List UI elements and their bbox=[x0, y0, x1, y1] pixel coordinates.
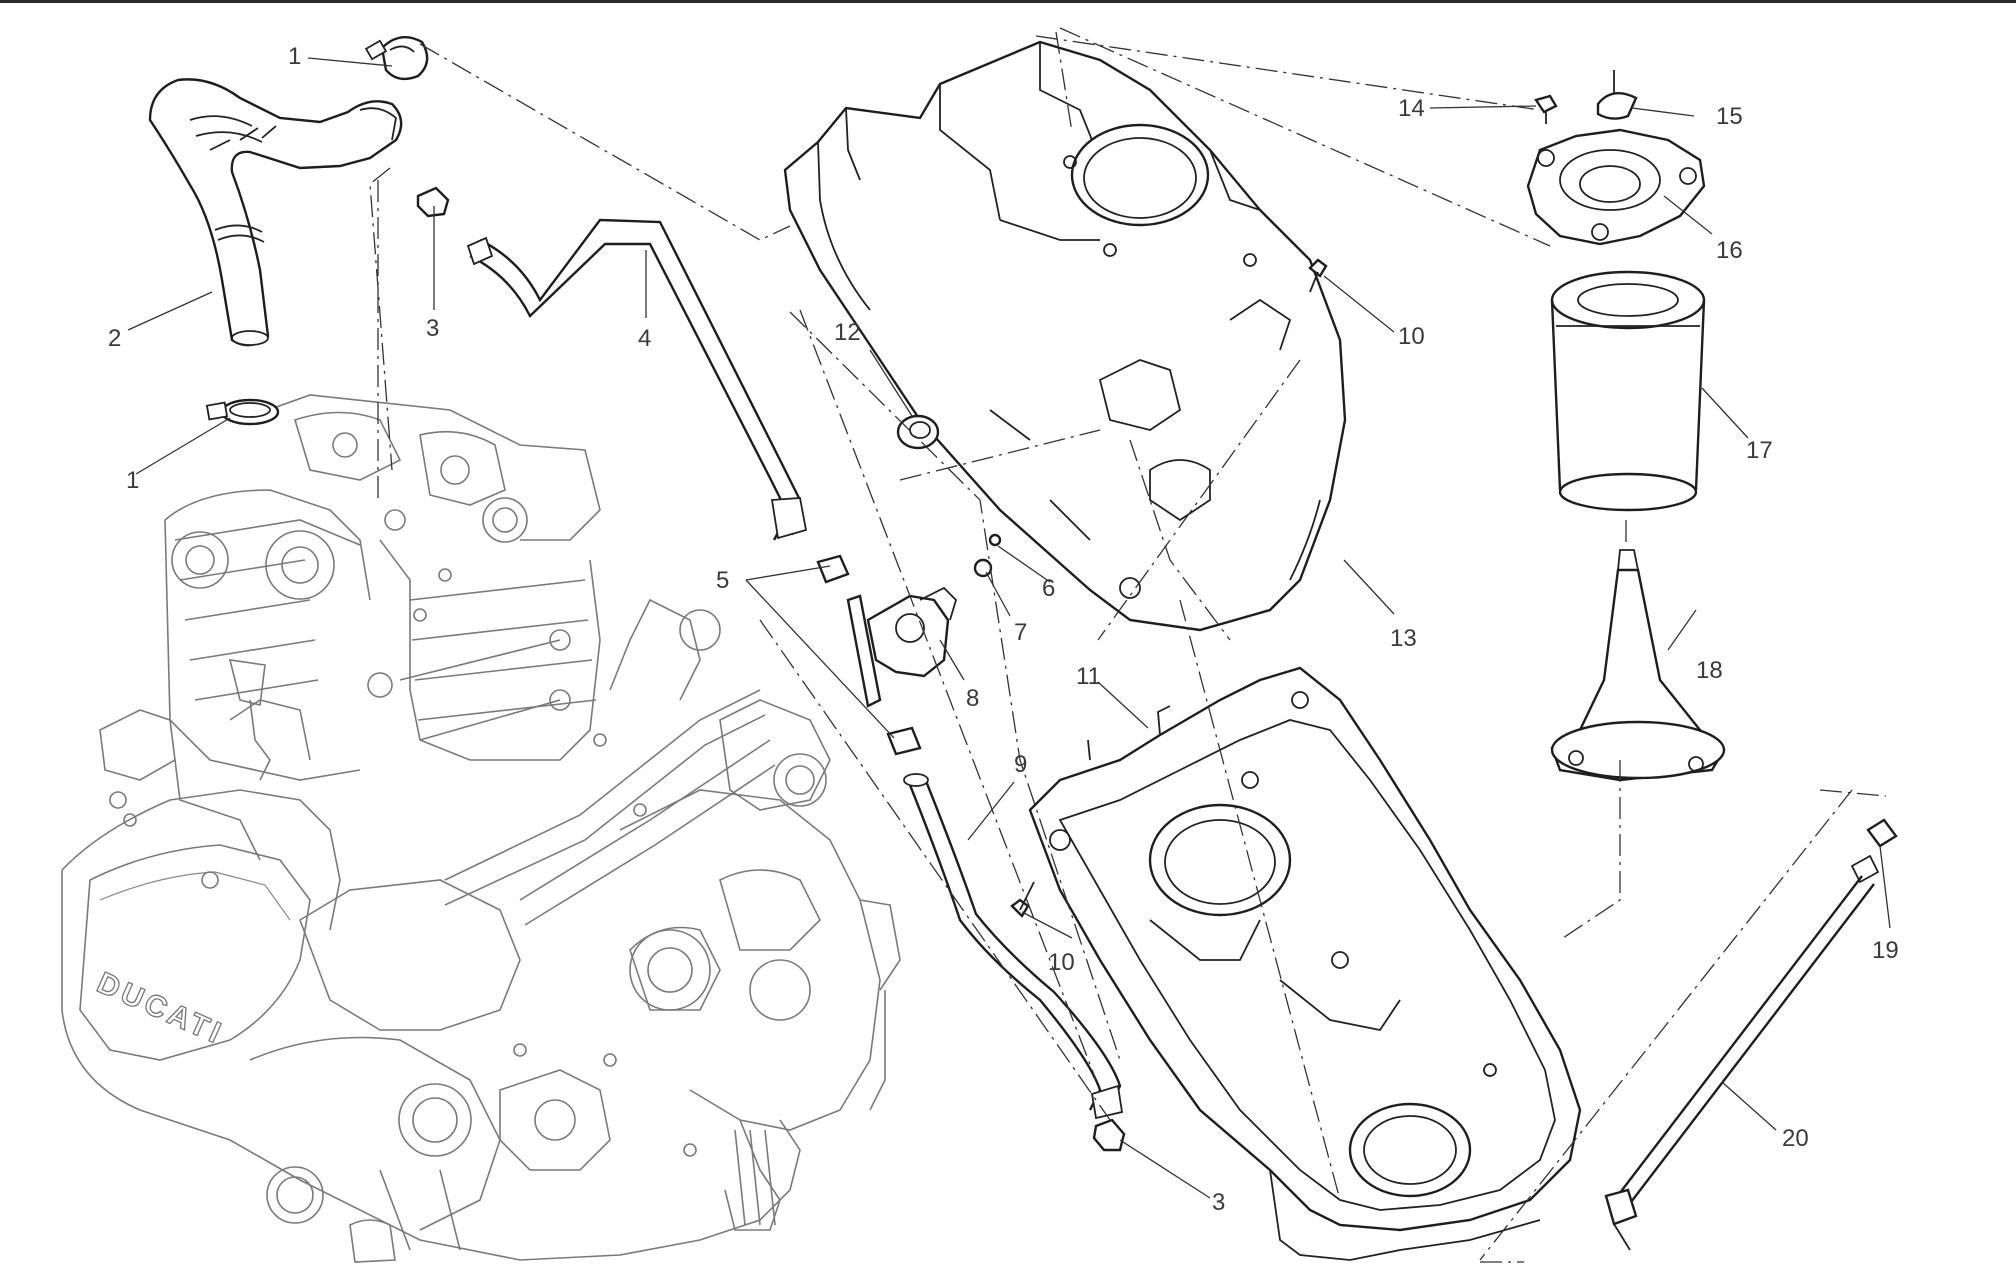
callout-10-lower: 10 bbox=[1048, 949, 1075, 976]
callout-labels: 1 1 2 3 3 4 5 6 7 8 9 10 10 11 12 13 14 … bbox=[108, 43, 1899, 1216]
airbox-cover bbox=[783, 40, 1347, 632]
engine-block-illustration: DUCATI bbox=[61, 394, 901, 1263]
callout-8: 8 bbox=[966, 685, 979, 712]
callout-1-upper: 1 bbox=[288, 43, 301, 70]
cover-screw-upper bbox=[1308, 258, 1328, 293]
airbox-housing bbox=[1028, 666, 1582, 1261]
drain-tube-clip bbox=[1850, 818, 1898, 884]
ducati-brand-mark: DUCATI bbox=[92, 966, 229, 1051]
filter-cover-plate bbox=[1526, 128, 1706, 246]
callout-5: 5 bbox=[716, 567, 729, 594]
callout-10-upper: 10 bbox=[1398, 323, 1425, 350]
breather-pipe bbox=[466, 218, 808, 541]
callout-6: 6 bbox=[1042, 575, 1055, 602]
callout-7: 7 bbox=[1014, 619, 1027, 646]
pipe-cap-upper bbox=[816, 554, 850, 584]
pipe-cap-lower bbox=[886, 726, 922, 756]
callout-16: 16 bbox=[1716, 237, 1743, 264]
valve-body bbox=[846, 586, 958, 708]
rubber-grommet bbox=[896, 414, 940, 450]
callout-14: 14 bbox=[1398, 95, 1425, 122]
callout-17: 17 bbox=[1746, 437, 1773, 464]
callout-13: 13 bbox=[1390, 625, 1417, 652]
callout-9: 9 bbox=[1014, 751, 1027, 778]
air-filter-cartridge bbox=[1550, 270, 1706, 512]
hose-clip-upper bbox=[416, 186, 450, 218]
filter-knob bbox=[1596, 70, 1638, 120]
intake-hose bbox=[148, 78, 403, 347]
callout-3-lower: 3 bbox=[1212, 1189, 1225, 1216]
callout-12: 12 bbox=[834, 319, 861, 346]
callout-2: 2 bbox=[108, 325, 121, 352]
lower-pipe bbox=[903, 773, 1124, 1120]
callout-4: 4 bbox=[638, 325, 651, 352]
callout-11: 11 bbox=[1076, 663, 1101, 690]
hose-clip-lower bbox=[1092, 1118, 1126, 1152]
filter-screw bbox=[1534, 94, 1558, 124]
callout-20: 20 bbox=[1782, 1125, 1809, 1152]
callout-3-upper: 3 bbox=[426, 315, 439, 342]
callout-19: 19 bbox=[1872, 937, 1899, 964]
velocity-stack-funnel bbox=[1550, 549, 1726, 782]
callout-15: 15 bbox=[1716, 103, 1743, 130]
fitting-washer bbox=[973, 558, 993, 578]
hose-clamp-upper bbox=[364, 36, 429, 81]
callout-leaders bbox=[127, 57, 1891, 1199]
hose-clamp-lower bbox=[205, 398, 280, 426]
callout-18: 18 bbox=[1696, 657, 1723, 684]
assembly-lines bbox=[369, 27, 1887, 1263]
drain-tube bbox=[1604, 875, 1875, 1251]
top-border bbox=[0, 0, 2016, 3]
housing-screw bbox=[1010, 881, 1035, 918]
callout-1-lower: 1 bbox=[126, 467, 139, 494]
fitting-screw bbox=[988, 533, 1002, 547]
